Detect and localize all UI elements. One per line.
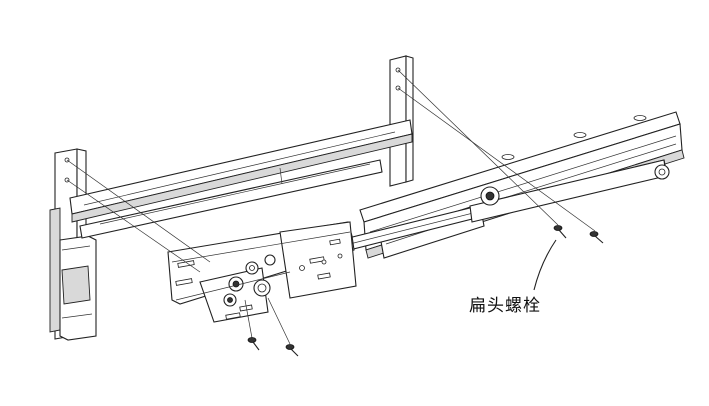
flat-head-bolts: [247, 225, 604, 357]
installation-guide-lines: [66, 69, 596, 345]
bolt-3: [247, 337, 260, 351]
hanger-plate: [167, 221, 357, 323]
bolt-1: [553, 225, 567, 239]
left-mounting-post: [49, 148, 97, 341]
callout-label-flat-head-bolt: 扁头螺栓: [469, 296, 541, 316]
upper-mounting-beam: [69, 119, 413, 239]
bolt-4: [285, 344, 299, 357]
callout-leader: [533, 239, 557, 291]
bolt-2: [589, 231, 604, 244]
